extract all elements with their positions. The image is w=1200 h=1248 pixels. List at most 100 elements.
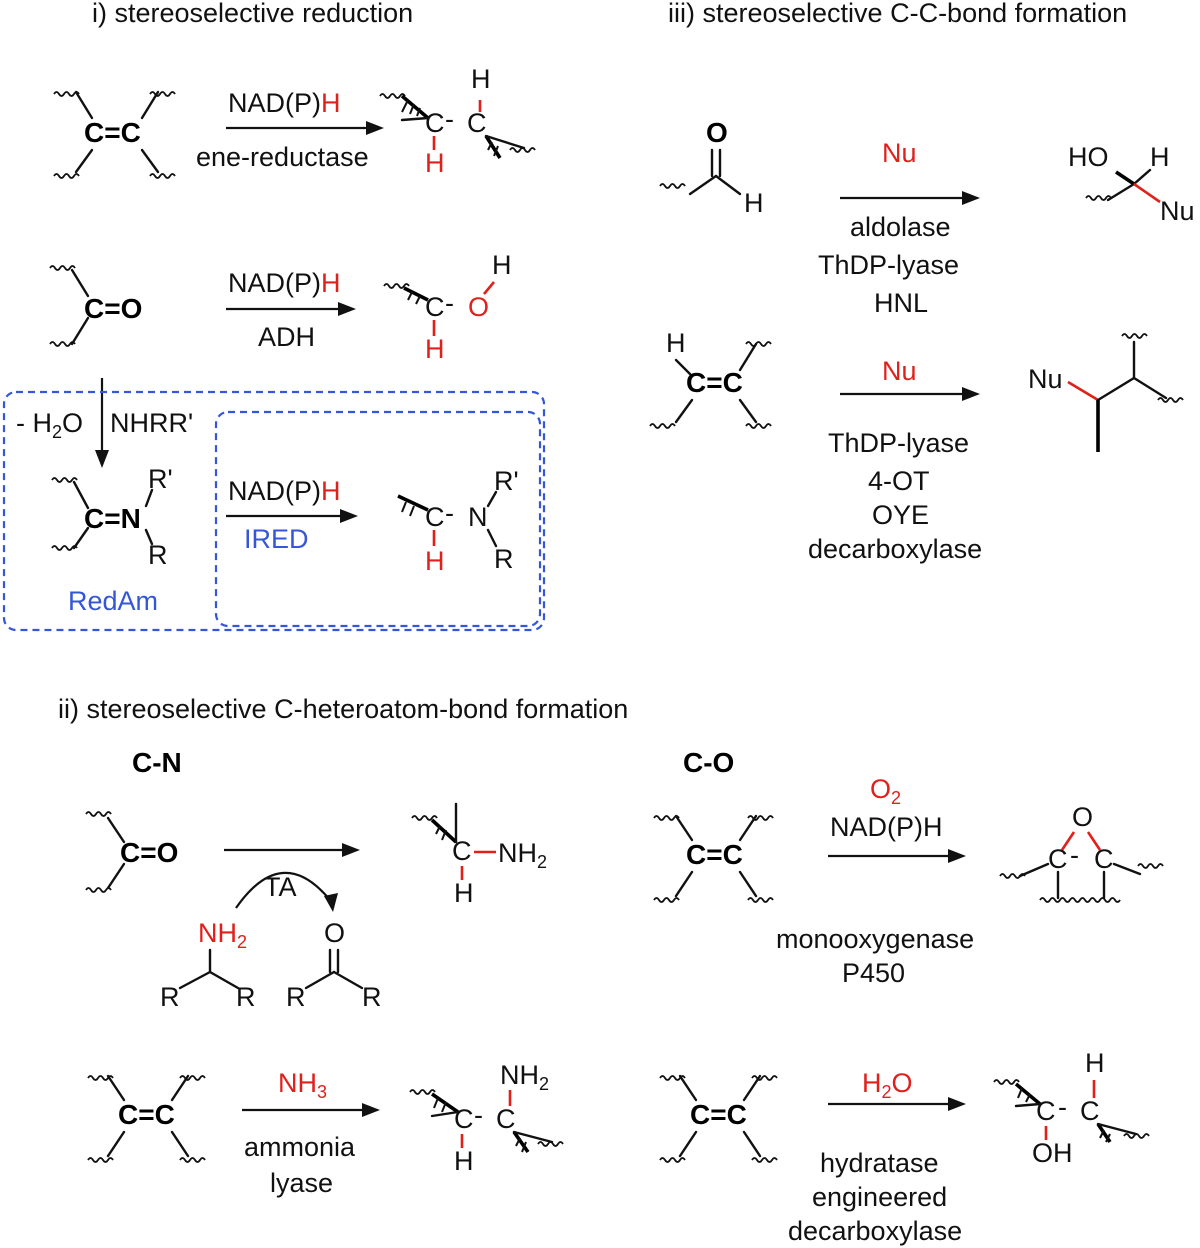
ene-enzyme: ene-reductase [196, 142, 369, 172]
svg-text:C: C [1080, 1096, 1100, 1126]
alkene-substrate: C=C [53, 90, 176, 179]
svg-text:H: H [492, 250, 512, 280]
redam-label: RedAm [68, 586, 158, 616]
svg-text:NH2: NH2 [500, 1060, 549, 1094]
svg-text:C=N: C=N [84, 503, 141, 534]
alkene-substrate-hydration: C=C [659, 1074, 778, 1163]
svg-text:O: O [706, 117, 728, 148]
ired-reagent: NAD(P)H [228, 476, 341, 506]
svg-text:C: C [425, 108, 445, 138]
svg-text:N: N [468, 502, 488, 532]
section-heading-reduction: i) stereoselective reduction [92, 0, 413, 28]
svg-text:Nu: Nu [1160, 196, 1195, 226]
alcohol-product-hydratase: C - C H OH [993, 1048, 1150, 1168]
ene-reductase-arrow [226, 121, 384, 135]
chiral-amine-product: C NH2 H [411, 802, 547, 908]
amine-reagent-label: NHRR' [110, 408, 193, 438]
svg-text:C=C: C=C [690, 1099, 747, 1130]
svg-text:H: H [454, 878, 474, 908]
epox-reagent-nadph: NAD(P)H [830, 812, 943, 842]
ired-box [214, 410, 542, 628]
transamination-arrow [224, 843, 360, 912]
activated-alkene-substrate: H C=C [649, 328, 772, 429]
svg-text:-: - [445, 288, 454, 318]
hydration-enzyme-1: hydratase [820, 1148, 939, 1178]
ired-arrow [226, 509, 358, 523]
subheading-co: C-O [683, 747, 734, 778]
alcohol-product: C - O H H [383, 250, 512, 364]
adh-enzyme: ADH [258, 322, 315, 352]
ketone-coproduct: O R R [286, 918, 382, 1012]
svg-text:R: R [148, 540, 168, 570]
epoxide-product: O C - C [999, 802, 1164, 903]
section-heading-heteroatom: ii) stereoselective C-heteroatom-bond fo… [58, 694, 628, 724]
epoxidation-arrow [828, 849, 966, 863]
svg-text:C: C [1048, 844, 1068, 874]
svg-text:-: - [1058, 1092, 1067, 1122]
svg-text:H: H [454, 1146, 474, 1176]
svg-text:C: C [425, 502, 445, 532]
svg-text:O: O [468, 292, 489, 322]
nh3-reagent: NH3 [278, 1068, 327, 1102]
ene-reagent: NAD(P)H [228, 88, 341, 118]
svg-text:-: - [445, 498, 454, 528]
aldol-arrow [840, 191, 980, 205]
aldol-enzyme-3: HNL [874, 288, 928, 318]
amination-enzyme-1: ammonia [244, 1132, 356, 1162]
ta-enzyme: TA [264, 872, 297, 902]
amine-product: C - N R' R H [397, 466, 519, 576]
svg-text:NH2: NH2 [198, 918, 247, 952]
svg-text:-: - [474, 1100, 483, 1130]
subheading-cn: C-N [132, 747, 182, 778]
svg-text:NH2: NH2 [498, 838, 547, 872]
svg-text:HO: HO [1068, 142, 1109, 172]
svg-text:C: C [454, 1104, 474, 1134]
adh-reagent: NAD(P)H [228, 268, 341, 298]
michael-enzyme-4: decarboxylase [808, 534, 982, 564]
svg-text:R': R' [148, 464, 173, 494]
svg-text:H: H [425, 546, 445, 576]
svg-text:H: H [1085, 1048, 1105, 1078]
svg-text:C: C [452, 836, 472, 866]
svg-text:H: H [1150, 142, 1170, 172]
michael-arrow [840, 387, 980, 401]
svg-text:H: H [425, 148, 445, 178]
water-loss-label: - H2O [16, 408, 83, 442]
amination-enzyme-2: lyase [270, 1168, 333, 1198]
section-heading-cc-bond: iii) stereoselective C-C-bond formation [668, 0, 1127, 28]
alkane-product: C - C H H [379, 64, 536, 178]
svg-text:R: R [286, 982, 306, 1012]
ketone-substrate-ta: C=O [85, 811, 178, 893]
hydration-enzyme-2: engineered [812, 1182, 947, 1212]
svg-text:R: R [160, 982, 180, 1012]
svg-text:-: - [445, 104, 454, 134]
michael-enzyme-3: OYE [872, 500, 929, 530]
hydration-enzyme-3: decarboxylase [788, 1216, 962, 1246]
svg-text:C: C [1036, 1096, 1056, 1126]
michael-reagent: Nu [882, 356, 917, 386]
imine-intermediate: C=N R' R [51, 464, 173, 570]
aldehyde-substrate: O H [659, 117, 764, 218]
svg-text:Nu: Nu [1028, 364, 1063, 394]
svg-text:C=C: C=C [686, 367, 743, 398]
michael-enzyme-2: 4-OT [868, 466, 930, 496]
epox-enzyme-2: P450 [842, 958, 905, 988]
adh-arrow [226, 302, 356, 316]
svg-text:H: H [471, 64, 491, 94]
svg-text:R: R [494, 544, 514, 574]
svg-text:O: O [1072, 802, 1093, 832]
svg-text:C=C: C=C [686, 839, 743, 870]
ketone-substrate: C=O [49, 265, 142, 347]
epox-enzyme-1: monooxygenase [776, 924, 974, 954]
svg-text:C: C [467, 108, 487, 138]
aldol-product: HO H Nu [1068, 142, 1195, 226]
hydration-arrow [828, 1097, 966, 1111]
svg-text:C=C: C=C [84, 117, 141, 148]
svg-text:H: H [425, 334, 445, 364]
svg-text:C=O: C=O [120, 837, 178, 868]
svg-text:H: H [666, 328, 686, 358]
svg-text:R: R [236, 982, 256, 1012]
amine-product-lyase: C - C NH2 H [409, 1060, 564, 1176]
svg-text:C: C [1094, 844, 1114, 874]
